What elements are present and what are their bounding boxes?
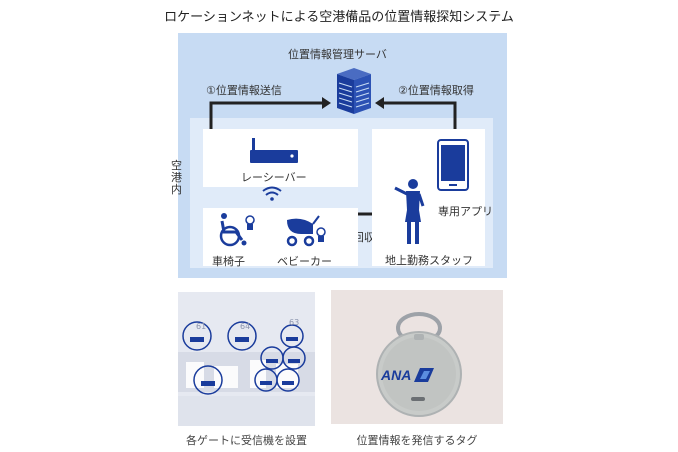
gate-photo bbox=[178, 292, 315, 426]
gate-map bbox=[178, 292, 315, 426]
arrow-send bbox=[209, 101, 322, 130]
wheelchair-icon bbox=[219, 213, 255, 247]
stroller-icon bbox=[286, 215, 326, 247]
wheelchair-label: 車椅子 bbox=[212, 255, 245, 268]
server-label: 位置情報管理サーバ bbox=[288, 48, 387, 61]
tag-logo: ANA bbox=[381, 367, 412, 383]
gate-caption: 各ゲートに受信機を設置 bbox=[186, 434, 307, 447]
tag-caption: 位置情報を発信するタグ bbox=[356, 434, 478, 447]
receiver-icon bbox=[250, 138, 298, 163]
step-send-label: ①位置情報送信 bbox=[206, 84, 282, 97]
app-label: 専用アプリ bbox=[438, 205, 493, 218]
tag-photo bbox=[331, 290, 503, 424]
items-box bbox=[203, 208, 358, 266]
smartphone-icon bbox=[437, 139, 469, 191]
arrow-get-head bbox=[375, 97, 384, 109]
tag-icon bbox=[376, 312, 462, 417]
gate-number-61: 61 bbox=[196, 322, 207, 331]
step-get-label: ②位置情報取得 bbox=[398, 84, 474, 97]
arrow-get bbox=[384, 101, 457, 130]
gate-number-63: 63 bbox=[289, 318, 300, 327]
gate-number-64: 64 bbox=[240, 322, 251, 331]
diagram-title: ロケーションネットによる空港備品の位置情報探知システム bbox=[164, 10, 514, 25]
area-label: 空港内 bbox=[171, 159, 182, 196]
tag-logo-stripe bbox=[414, 368, 434, 382]
staff-person-icon bbox=[394, 179, 425, 244]
arrow-send-head bbox=[322, 97, 331, 109]
stroller-label: ベビーカー bbox=[277, 255, 332, 268]
server-icon bbox=[337, 68, 371, 114]
receiver-label: レーシーバー bbox=[241, 171, 307, 184]
staff-label: 地上勤務スタッフ bbox=[385, 254, 473, 267]
signal-icon bbox=[262, 186, 282, 201]
